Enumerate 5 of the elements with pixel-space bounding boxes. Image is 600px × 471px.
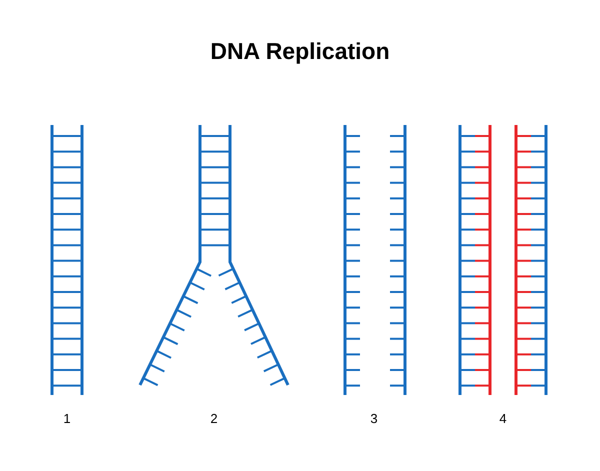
title: DNA Replication: [210, 40, 390, 63]
panel-number: 4: [499, 412, 507, 425]
panel-number: 1: [63, 412, 71, 425]
panel-number: 3: [370, 412, 378, 425]
panel-number: 2: [210, 412, 218, 425]
